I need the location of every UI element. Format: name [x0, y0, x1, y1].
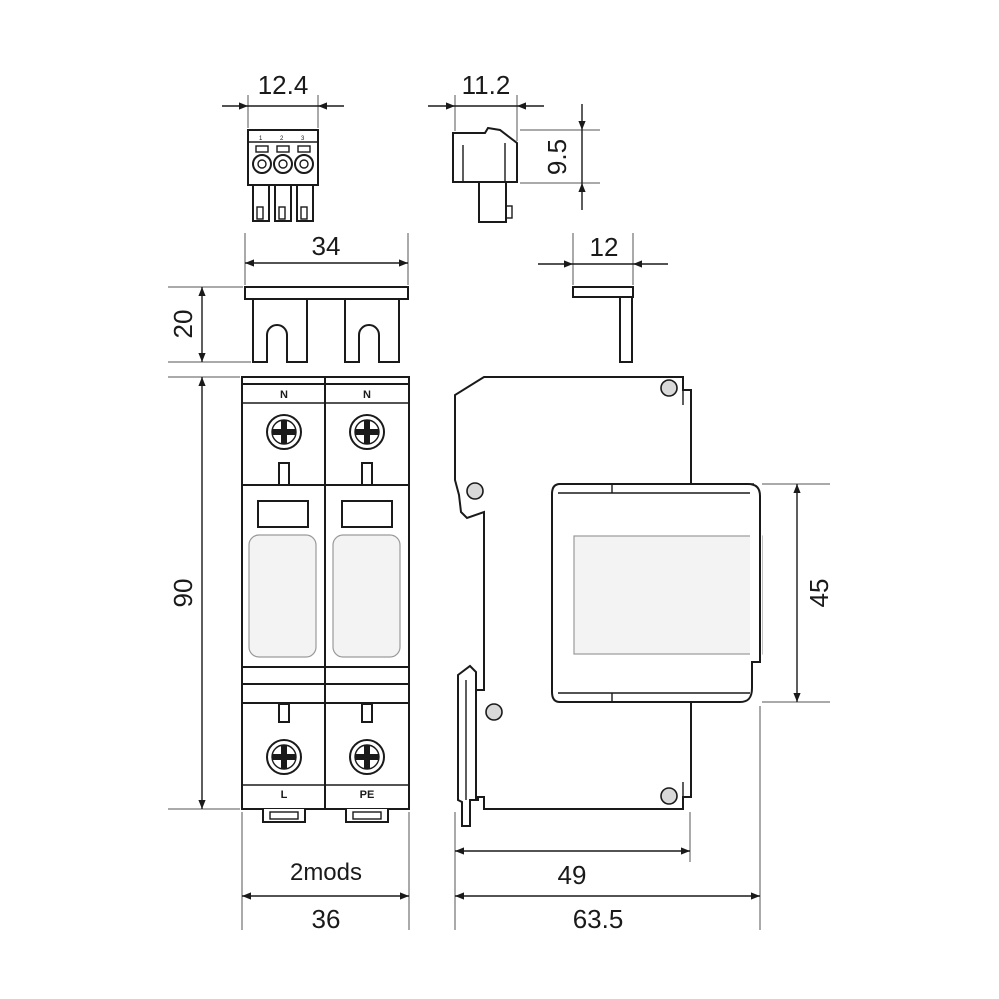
- dim-depths: 49 63.5: [454, 706, 761, 934]
- dim-label-34: 34: [312, 231, 341, 261]
- connector-side-view: [452, 126, 518, 223]
- terminal-label-pole2-bottom: PE: [360, 789, 375, 801]
- pin-label-2: 2: [280, 136, 284, 142]
- dim-window-height: 45: [762, 483, 834, 703]
- connector-front-view: 1 2 3: [247, 129, 319, 222]
- pole-2: N PE: [325, 389, 409, 823]
- dim-label-90: 90: [168, 579, 198, 608]
- dim-module-width: 2mods 36: [241, 812, 410, 934]
- dim-label-12-4: 12.4: [258, 70, 309, 100]
- dim-label-45: 45: [804, 579, 834, 608]
- pin-label-1: 1: [259, 136, 263, 142]
- dim-label-12: 12: [590, 232, 619, 262]
- dim-label-11-2: 11.2: [462, 70, 511, 100]
- dim-connector-side-height: 9.5: [520, 104, 600, 210]
- dim-busbar-height: 20: [168, 286, 251, 363]
- dim-busbar-width: 34: [244, 231, 409, 285]
- dim-label-20: 20: [168, 310, 198, 339]
- dim-connector-side-width: 11.2: [428, 70, 544, 141]
- busbar-front-view: [244, 286, 409, 363]
- pole-1: N L: [242, 389, 325, 823]
- dim-module-height: 90: [168, 376, 240, 810]
- dim-label-36: 36: [312, 904, 341, 934]
- dim-label-49: 49: [558, 860, 587, 890]
- terminal-label-pole2-top: N: [363, 389, 371, 401]
- dim-connector-width: 12.4: [222, 70, 344, 128]
- module-side-view: [454, 376, 763, 827]
- busbar-side-view: [572, 286, 634, 363]
- pin-label-3: 3: [301, 136, 305, 142]
- terminal-label-pole1-top: N: [280, 389, 288, 401]
- module-count-label: 2mods: [290, 859, 362, 886]
- dim-busbar-side-width: 12: [538, 232, 668, 285]
- terminal-label-pole1-bottom: L: [281, 789, 288, 801]
- dim-label-9-5: 9.5: [542, 139, 572, 175]
- dim-label-63-5: 63.5: [573, 904, 624, 934]
- module-front-view: N L N PE: [241, 376, 410, 823]
